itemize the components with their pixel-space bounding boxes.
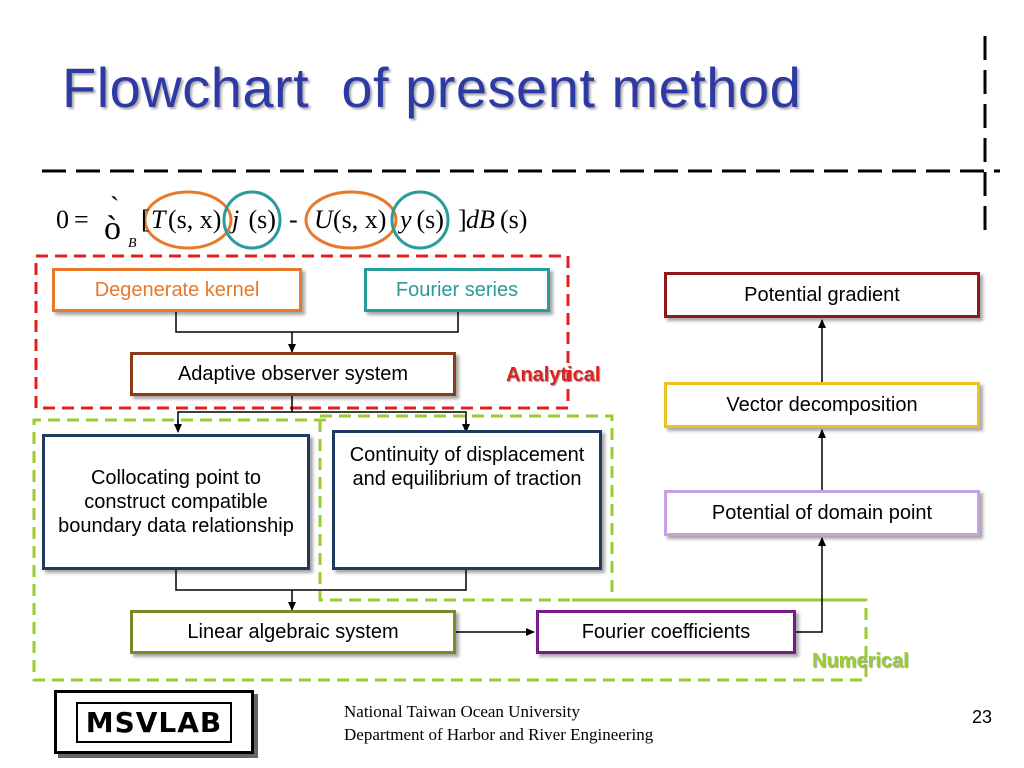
potential-gradient-box: Potential gradient [664,272,980,318]
equation-close-bracket: ] [458,205,467,234]
differential-dB: dB [466,205,495,234]
title-divider-line [42,36,1000,236]
analytical-region [34,254,570,410]
integral-sign: ò [104,210,121,247]
analytical-label: Analytical [506,364,601,386]
adaptive-observer-box: Adaptive observer system [130,352,456,396]
slide-title: Flowchart of present method [62,56,802,119]
page-number: 23 [972,707,993,727]
kernel-T-args: (s, x) [168,205,222,234]
logo-text: MSVLAB [75,701,233,743]
equation-highlight-circles [143,190,450,250]
connector-branches-to-linear [175,570,467,611]
fourier-coefficients-box: Fourier coefficients [536,610,796,654]
msvlab-logo: MSVLAB [54,690,254,754]
continuity-box: Continuity of displacement and equilibri… [332,430,602,570]
kernel-U-args: (s, x) [333,205,387,234]
integral-subscript: B [128,236,137,251]
degenerate-kernel-box: Degenerate kernel [52,268,302,312]
connector-kernel-fourier-to-observer [175,312,459,353]
footer-department: Department of Harbor and River Engineeri… [344,725,654,744]
linear-algebraic-box: Linear algebraic system [130,610,456,654]
equation-lhs: 0 [56,205,69,234]
fourier-series-box: Fourier series [364,268,550,312]
boundary-psi: y [400,205,412,234]
kernel-T: T [151,205,166,234]
footer-university: National Taiwan Ocean University [344,702,580,721]
connector-observer-to-branches [174,396,470,433]
numerical-region [32,414,868,682]
collocating-point-box: Collocating point to construct compatibl… [42,434,310,570]
boundary-phi-args: (s) [242,205,276,234]
potential-domain-box: Potential of domain point [664,490,980,536]
kernel-U: U [314,205,333,234]
equation-open-bracket: [ [141,205,150,234]
connector-coefficients-to-domain [796,537,826,633]
boundary-psi-args: (s) [410,205,444,234]
boundary-phi: j [232,205,240,234]
vector-decomposition-box: Vector decomposition [664,382,980,428]
equation-equals: = [74,205,89,234]
equation-minus: - [289,205,298,234]
integral-accent: ` [110,192,120,223]
differential-dB-args: (s) [500,205,528,234]
numerical-label: Numerical [812,650,909,672]
